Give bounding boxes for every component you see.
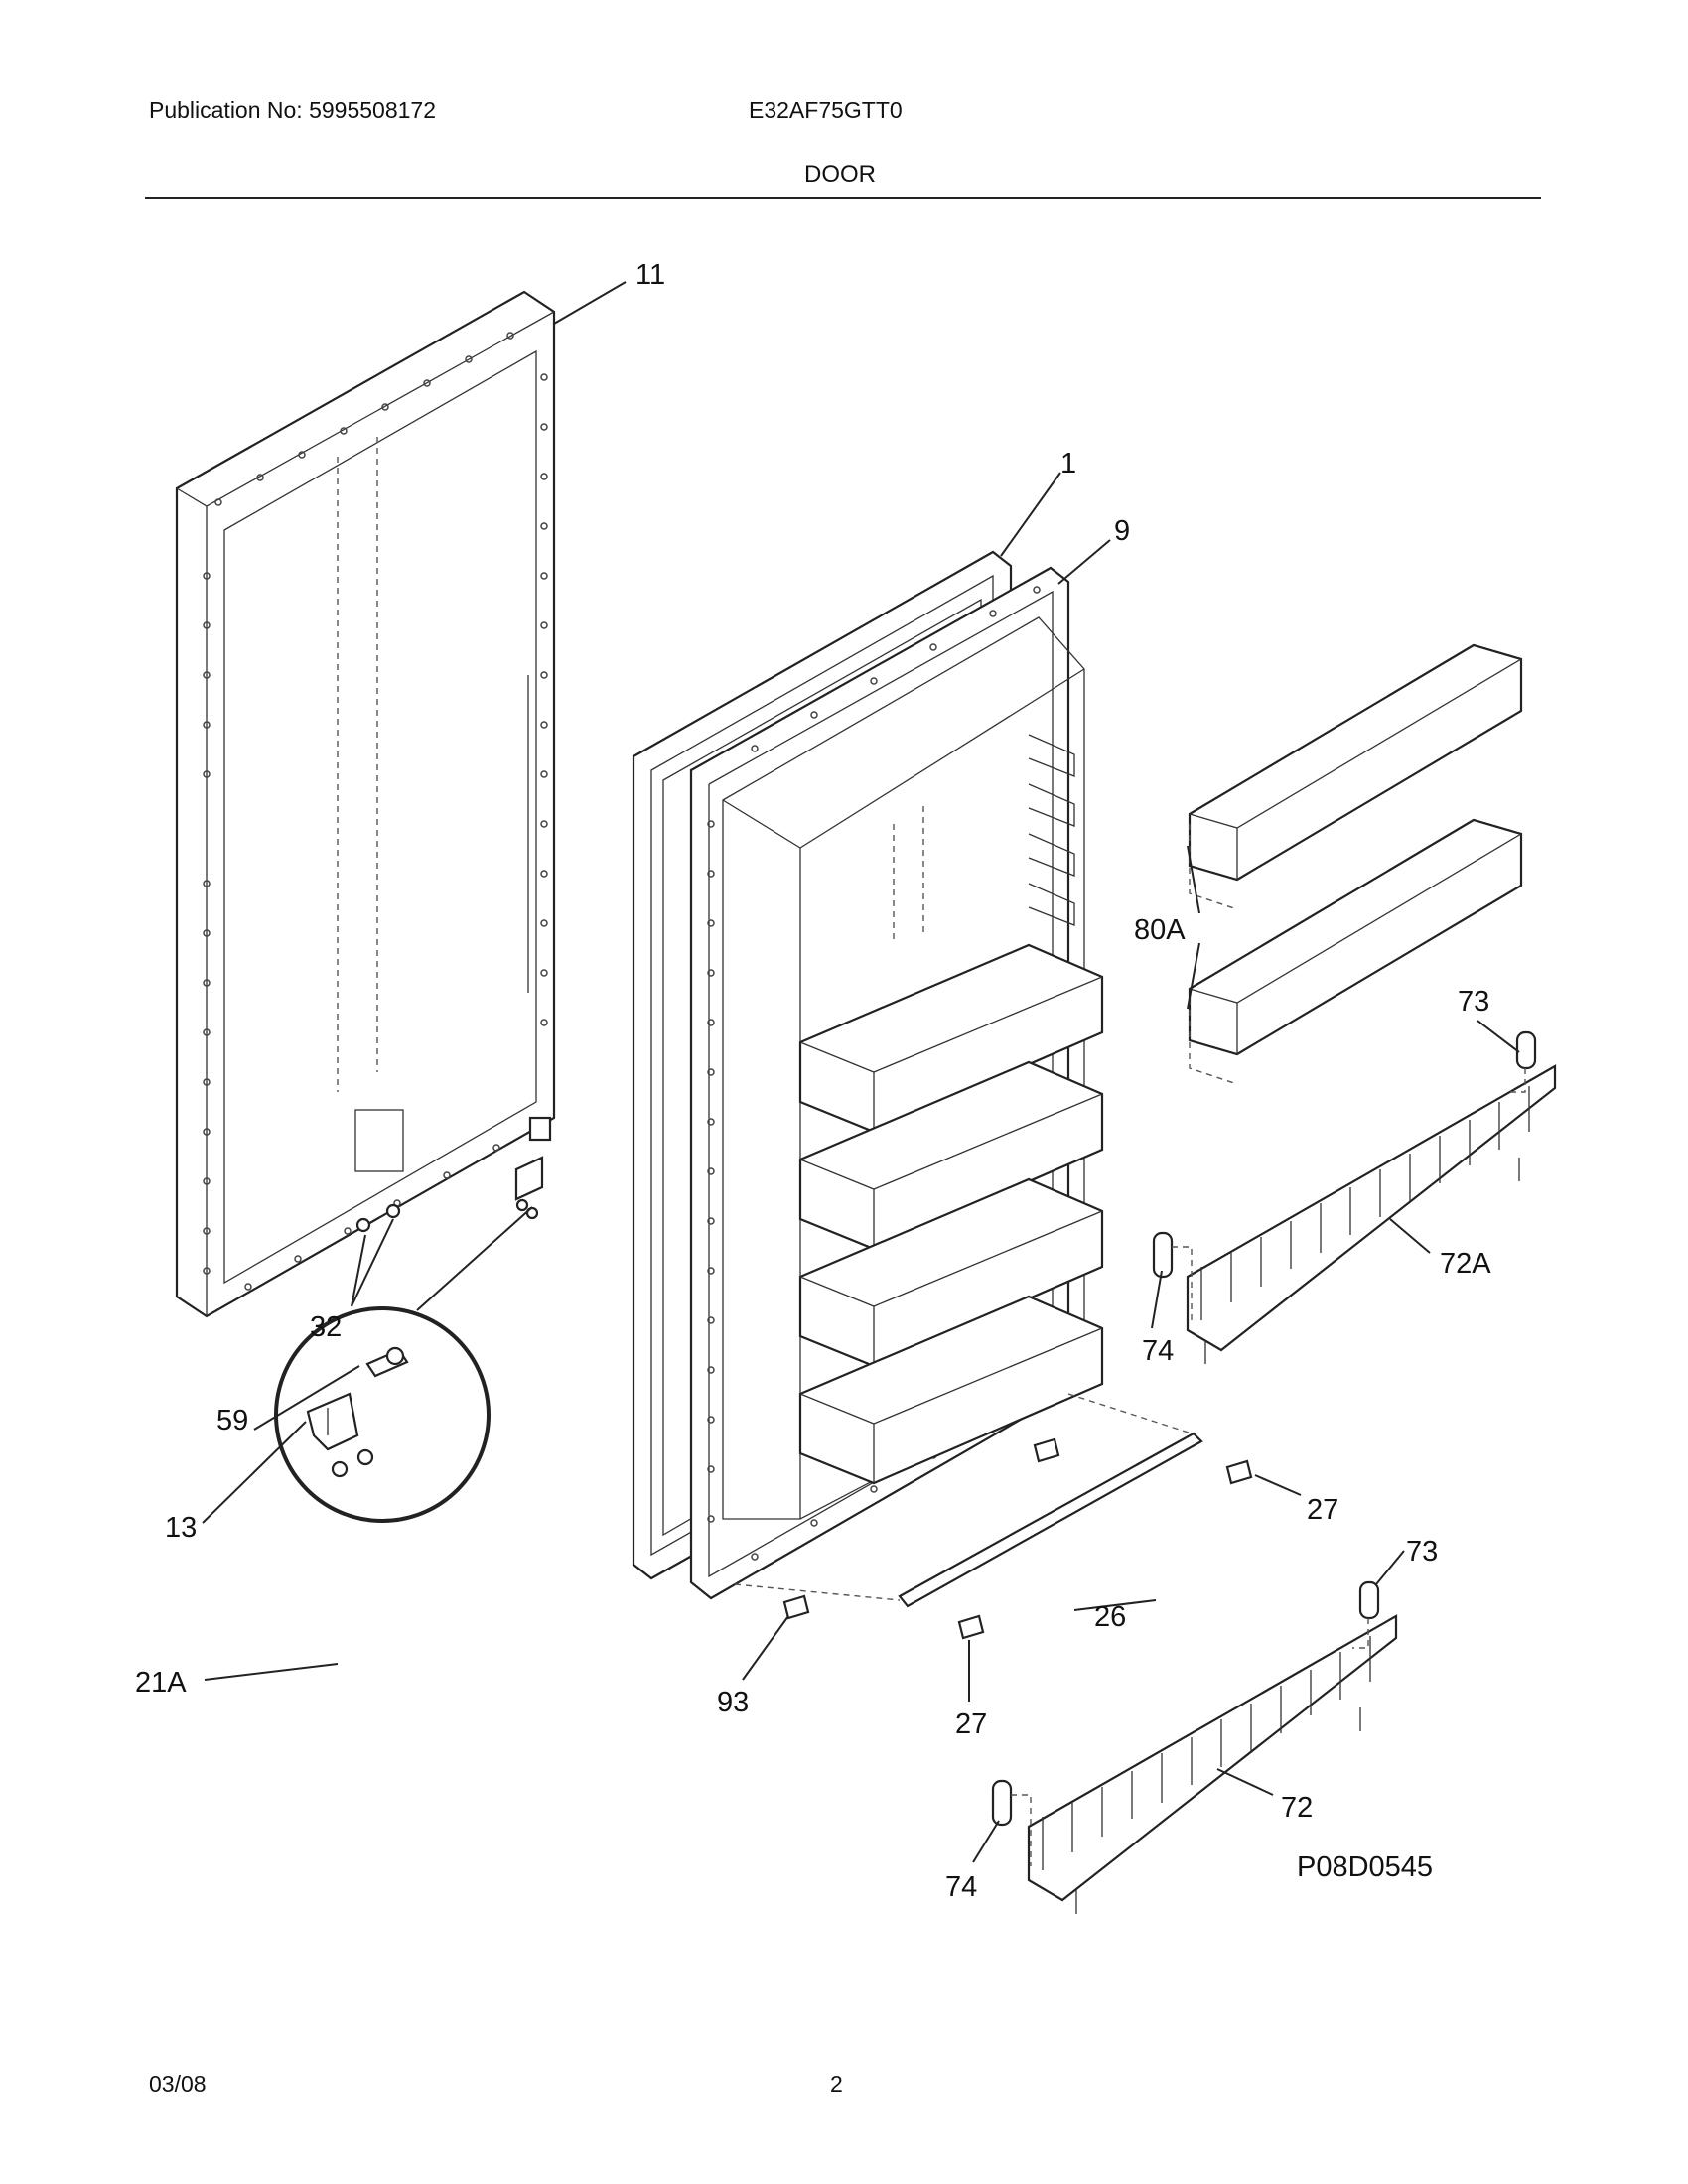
callout-72A: 72A: [1440, 1248, 1491, 1280]
hinge-detail-circle: [274, 1206, 533, 1523]
callout-72: 72: [1281, 1792, 1313, 1824]
callout-74-lower: 74: [945, 1871, 977, 1903]
callout-11: 11: [635, 259, 665, 291]
upper-dairy-bins: [1188, 643, 1523, 1085]
callout-93: 93: [717, 1687, 749, 1718]
callout-80A: 80A: [1134, 914, 1186, 946]
outer-door-panel: [175, 290, 556, 1318]
door-bins: [798, 943, 1104, 1485]
page-number: 2: [830, 2071, 843, 2097]
callout-9: 9: [1114, 515, 1130, 547]
callout-13: 13: [165, 1512, 197, 1544]
bottom-trim: [734, 1393, 1203, 1608]
wire-shelf-72: [1027, 1614, 1398, 1914]
header-rule: [145, 197, 1541, 199]
callout-27-right: 27: [1307, 1494, 1338, 1526]
callout-73-lower: 73: [1406, 1536, 1438, 1568]
screws: [782, 1437, 1253, 1640]
section-title: DOOR: [804, 161, 876, 188]
callout-26: 26: [1094, 1601, 1126, 1633]
shelf-brackets: [991, 1030, 1537, 1866]
model-number: E32AF75GTT0: [749, 97, 903, 123]
callout-21A: 21A: [135, 1667, 187, 1699]
leader-lines: [202, 281, 1520, 1863]
callout-73-upper: 73: [1458, 986, 1489, 1018]
callout-32: 32: [310, 1311, 342, 1343]
drawing-code: P08D0545: [1297, 1851, 1433, 1883]
callout-1: 1: [1060, 448, 1076, 479]
callout-59: 59: [216, 1405, 248, 1436]
callout-74-upper: 74: [1142, 1335, 1174, 1367]
footer-date: 03/08: [149, 2071, 207, 2097]
callout-27-bottom: 27: [955, 1708, 987, 1740]
publication-number: Publication No: 5995508172: [149, 97, 437, 123]
wire-shelf-72A: [1186, 1064, 1557, 1364]
hinge-hardware: [355, 1116, 552, 1233]
